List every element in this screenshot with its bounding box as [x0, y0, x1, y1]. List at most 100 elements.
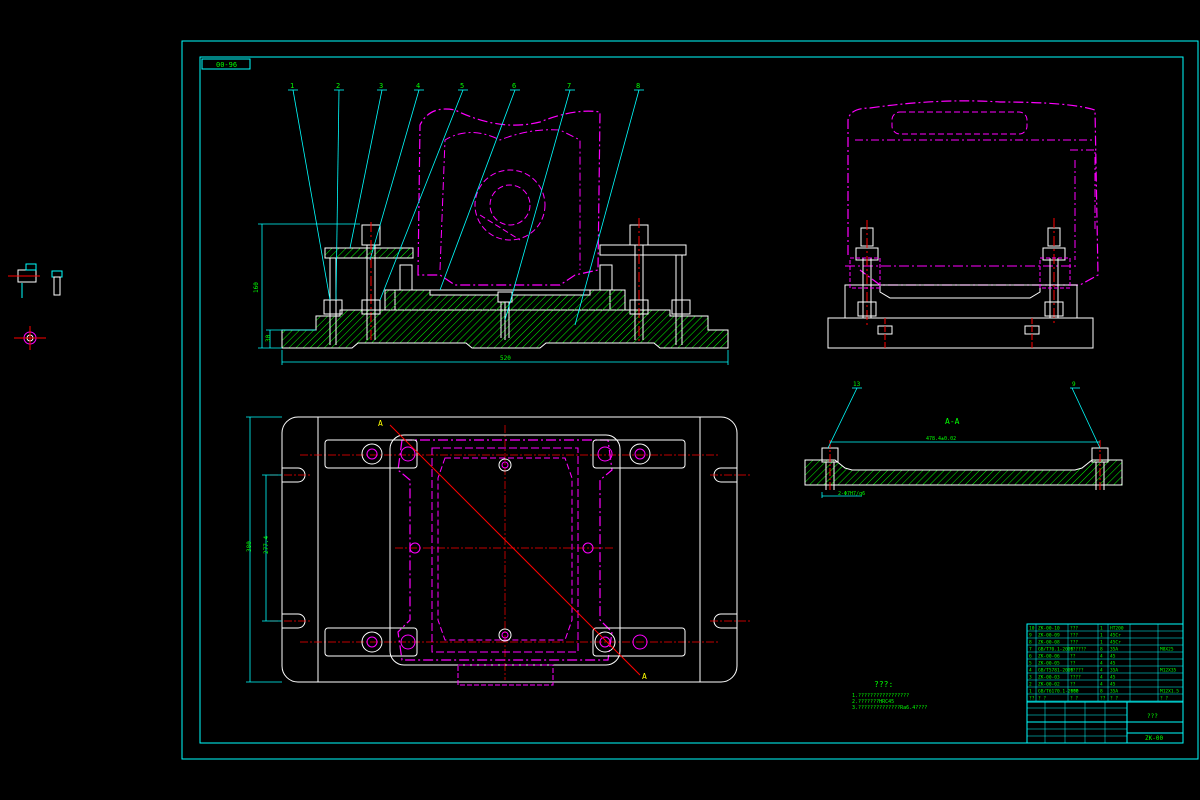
- parts-cell-code: GB/T5781-2000: [1038, 668, 1074, 674]
- drawing-number-tag-text: 00-96: [216, 61, 237, 69]
- stray-detail-fragments: [8, 263, 63, 350]
- parts-cell-qty: 4: [1100, 675, 1103, 681]
- side-workpiece-phantom: [847, 100, 1099, 286]
- parts-cell-name: ??: [1070, 661, 1076, 667]
- section-marker-top: A: [378, 419, 383, 428]
- parts-cell-code: ZK-00-10: [1038, 626, 1060, 632]
- parts-cell-mat: 45: [1110, 654, 1116, 660]
- parts-cell-code: ZK-00-09: [1038, 633, 1060, 639]
- parts-cell-remark: M12X35: [1160, 668, 1177, 674]
- front-workpiece-inner: [439, 129, 581, 271]
- parts-cell-name: ??: [1070, 682, 1076, 688]
- inner-border: [199, 56, 1184, 744]
- dim-plan-height: 380: [246, 541, 253, 552]
- parts-cell-no: 8: [1029, 640, 1032, 646]
- parts-cell-mat: HT200: [1110, 626, 1124, 632]
- note-1: 1.?????????????????: [852, 693, 909, 699]
- parts-cell-mat: 35A: [1110, 668, 1118, 674]
- title-block-header: ??? ?? ???? ?? ?: [1027, 696, 1183, 702]
- plan-view: A A 380 277.4: [246, 416, 750, 686]
- parts-cell-code: GB/T6170.1-2000: [1038, 689, 1079, 695]
- parts-cell-qty: 8: [1100, 647, 1103, 653]
- front-balloon-labels: 1 2 3 4 5 6 7 8: [290, 82, 640, 90]
- technical-notes: ???: 1.????????????????? 2.???????HRC45 …: [852, 680, 927, 711]
- parts-cell-code: ZK-00-03: [1038, 675, 1060, 681]
- parts-cell-qty: 1: [1100, 640, 1103, 646]
- section-marker-bottom: A: [642, 672, 647, 681]
- balloon-8: 8: [636, 82, 640, 90]
- dim-front-height: 160: [253, 282, 260, 293]
- parts-cell-no: 7: [1029, 647, 1032, 653]
- parts-cell-no: 10: [1029, 626, 1035, 632]
- notes-title: ???:: [874, 680, 893, 689]
- parts-cell-name: ??????: [1070, 647, 1087, 653]
- front-view: 1 2 3 4 5 6 7 8 520 160 30: [253, 82, 729, 365]
- side-base-plate: [827, 317, 1094, 349]
- parts-cell-mat: 45: [1110, 661, 1116, 667]
- title-block-drawing-code: ZK-00: [1145, 735, 1163, 742]
- front-workpiece-bore: [474, 169, 546, 241]
- parts-cell-remark: M12X1.5: [1160, 689, 1179, 695]
- parts-cell-no: 9: [1029, 633, 1032, 639]
- section-plate: [804, 459, 1123, 486]
- parts-cell-name: ??: [1070, 654, 1076, 660]
- parts-cell-qty: 4: [1100, 682, 1103, 688]
- parts-cell-name: ???: [1070, 633, 1078, 639]
- balloon-5: 5: [460, 82, 464, 90]
- parts-cell-mat: 35A: [1110, 689, 1118, 695]
- front-workpiece-phantom: [417, 108, 601, 286]
- parts-cell-qty: 1: [1100, 626, 1103, 632]
- parts-cell-code: ZK-00-06: [1038, 654, 1060, 660]
- parts-header-cell: ? ?: [1038, 696, 1046, 702]
- note-2: 2.???????HRC45: [852, 699, 894, 705]
- parts-cell-no: 6: [1029, 654, 1032, 660]
- parts-cell-name: ????: [1070, 675, 1081, 681]
- parts-header-cell: ? ?: [1110, 696, 1118, 702]
- parts-cell-code: ZK-00-02: [1038, 682, 1060, 688]
- parts-cell-qty: 8: [1100, 689, 1103, 695]
- parts-cell-name: ???: [1070, 626, 1078, 632]
- front-workpiece-bore-inner: [489, 184, 531, 226]
- front-balloons: [288, 89, 644, 326]
- parts-cell-no: 4: [1029, 668, 1032, 674]
- drawing-number-tag: 00-96: [201, 58, 251, 70]
- parts-cell-qty: 4: [1100, 661, 1103, 667]
- front-dimensions: [258, 223, 729, 365]
- parts-cell-no: 2: [1029, 682, 1032, 688]
- front-locating-pin: [497, 291, 513, 303]
- outer-border: [181, 40, 1199, 760]
- parts-header-cell: ??: [1100, 696, 1106, 702]
- plan-base-outline: [281, 416, 738, 683]
- section-balloon-13: 13: [853, 381, 861, 388]
- balloon-7: 7: [567, 82, 571, 90]
- side-seat: [844, 284, 1078, 319]
- dim-front-width: 520: [500, 355, 511, 362]
- parts-cell-mat: 45Cr: [1110, 633, 1121, 639]
- parts-cell-mat: 45: [1110, 682, 1116, 688]
- section-a-a: A-A 478.4±0.02 2-Φ7H7/g6 13 9: [804, 381, 1123, 498]
- dim-section-width: 478.4±0.02: [926, 436, 956, 442]
- parts-header-cell: ??: [1029, 696, 1035, 702]
- parts-cell-no: 3: [1029, 675, 1032, 681]
- parts-cell-name: ???: [1070, 640, 1078, 646]
- parts-cell-no: 1: [1029, 689, 1032, 695]
- title-block-title: ???: [1147, 713, 1158, 720]
- parts-cell-no: 5: [1029, 661, 1032, 667]
- parts-cell-qty: 4: [1100, 668, 1103, 674]
- section-label: A-A: [945, 417, 960, 426]
- parts-cell-code: ZK-00-08: [1038, 640, 1060, 646]
- section-cut-line: [389, 424, 641, 676]
- parts-cell-name: ???: [1070, 689, 1078, 695]
- side-view: [827, 100, 1099, 350]
- dim-section-note: 2-Φ7H7/g6: [838, 491, 865, 497]
- parts-cell-mat: 45Cr: [1110, 640, 1121, 646]
- parts-cell-qty: 1: [1100, 633, 1103, 639]
- dim-front-base: 30: [265, 334, 272, 342]
- front-left-clamp-arm: [324, 247, 414, 259]
- side-workpiece-slot: [891, 111, 1028, 135]
- parts-header-cell: ? ?: [1160, 696, 1168, 702]
- side-workpiece-inner: [855, 139, 1096, 260]
